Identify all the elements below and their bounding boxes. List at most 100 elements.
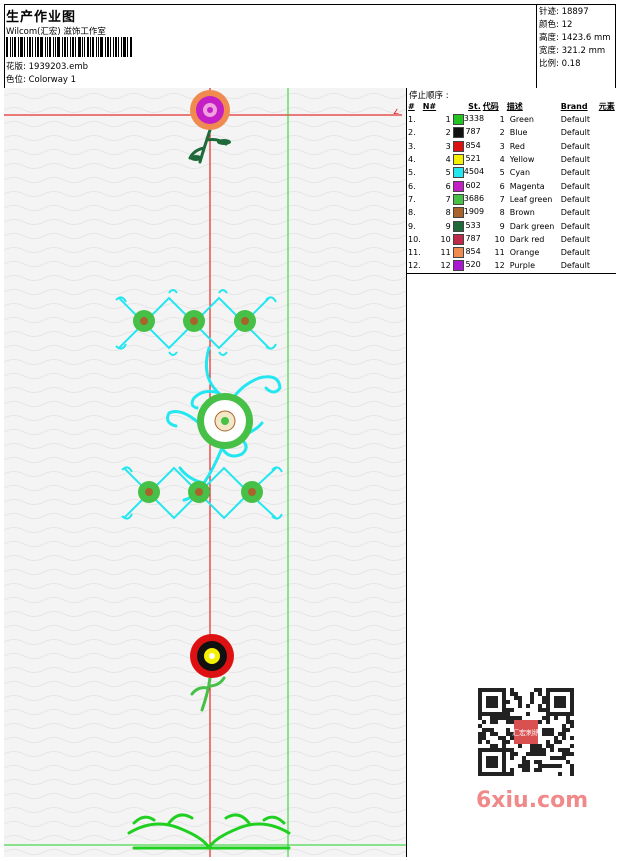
qr-module: [558, 764, 562, 768]
stitch-count-value: 521: [465, 154, 481, 164]
code-cell: 12: [494, 261, 505, 271]
barcode-bar: [92, 37, 94, 57]
qr-module: [546, 732, 550, 736]
stitch-count-cell: 602: [452, 179, 482, 192]
upper-small-flowers: [133, 310, 256, 332]
brand-cell: Default: [560, 261, 590, 271]
qr-module: [506, 716, 510, 720]
qr-module: [566, 752, 570, 756]
qr-module: [566, 716, 570, 720]
barcode-bar: [75, 37, 76, 57]
stamp-text: 汇宏刺绣: [512, 728, 540, 737]
qr-module: [534, 760, 538, 764]
design-width: 宽度: 321.2 mm: [539, 46, 606, 56]
stitch-count-value: 602: [465, 180, 481, 190]
qr-finder: [486, 696, 498, 708]
stitch-count-cell: 520: [452, 259, 482, 272]
stitch-count-value: 854: [465, 247, 481, 257]
qr-module: [562, 732, 566, 736]
qr-module: [506, 700, 510, 704]
fabric-texture: [4, 88, 406, 857]
qr-module: [538, 720, 542, 724]
barcode-bar: [72, 37, 74, 57]
qr-module: [546, 720, 550, 724]
qr-module: [542, 700, 546, 704]
qr-module: [518, 696, 522, 700]
barcode-bar: [64, 37, 66, 57]
element-cell: [598, 140, 616, 153]
qr-module: [490, 744, 494, 748]
qr-module: [538, 752, 542, 756]
code-cell: 11: [494, 248, 505, 258]
brand-cell: Default: [560, 208, 590, 218]
qr-module: [542, 696, 546, 700]
qr-module: [546, 744, 550, 748]
qr-module: [502, 736, 506, 740]
design-file-label: 花版: 1939203.emb: [6, 62, 89, 72]
col-header: St.: [468, 102, 481, 111]
qr-module: [570, 724, 574, 728]
stitch-count-cell: 3686: [452, 193, 484, 206]
table-header-row: # N# St. 代码 描述 Brand 元素: [407, 100, 616, 113]
description-cell: Red: [509, 141, 525, 151]
needle-number: 6: [445, 181, 451, 191]
col-header: Brand: [560, 102, 588, 111]
row-index: 5.: [408, 168, 416, 178]
qr-module: [510, 688, 514, 692]
barcode-bar: [84, 37, 85, 57]
qr-module: [506, 748, 510, 752]
color-swatch: [452, 247, 464, 259]
color-swatch: [452, 167, 464, 179]
qr-module: [554, 756, 558, 760]
qr-module: [502, 740, 506, 744]
row-index: 4.: [408, 155, 416, 165]
embroidery-canvas: ∠: [4, 88, 406, 857]
row-index: 2.: [408, 128, 416, 138]
qr-module: [550, 728, 554, 732]
qr-module: [526, 712, 530, 716]
stamp-logo: [514, 720, 538, 744]
barcode-bar: [45, 37, 46, 57]
barcode-bar: [27, 37, 28, 57]
element-cell: [598, 166, 616, 179]
needle-number: 10: [440, 234, 451, 244]
description-cell: Brown: [509, 208, 535, 218]
description-cell: Green: [509, 115, 534, 125]
qr-module: [570, 768, 574, 772]
design-preview[interactable]: ∠: [4, 88, 406, 857]
color-swatch: [452, 154, 464, 166]
qr-module: [530, 748, 534, 752]
colorway-label: 色位: Colorway 1: [6, 75, 77, 85]
qr-module: [538, 688, 542, 692]
qr-module: [494, 720, 498, 724]
col-header: 元素: [598, 102, 615, 111]
needle-number: 7: [445, 194, 451, 204]
qr-module: [550, 748, 554, 752]
qr-module: [482, 728, 486, 732]
qr-module: [522, 756, 526, 760]
qr-module: [562, 752, 566, 756]
description-cell: Dark green: [509, 221, 555, 231]
qr-module: [506, 740, 510, 744]
barcode-bar: [130, 37, 132, 57]
qr-module: [550, 756, 554, 760]
qr-finder: [486, 756, 498, 768]
barcode-bar: [110, 37, 111, 57]
qr-module: [490, 728, 494, 732]
element-cell: [598, 233, 616, 246]
bottom-border-motif: [127, 813, 291, 850]
qr-module: [526, 704, 530, 708]
